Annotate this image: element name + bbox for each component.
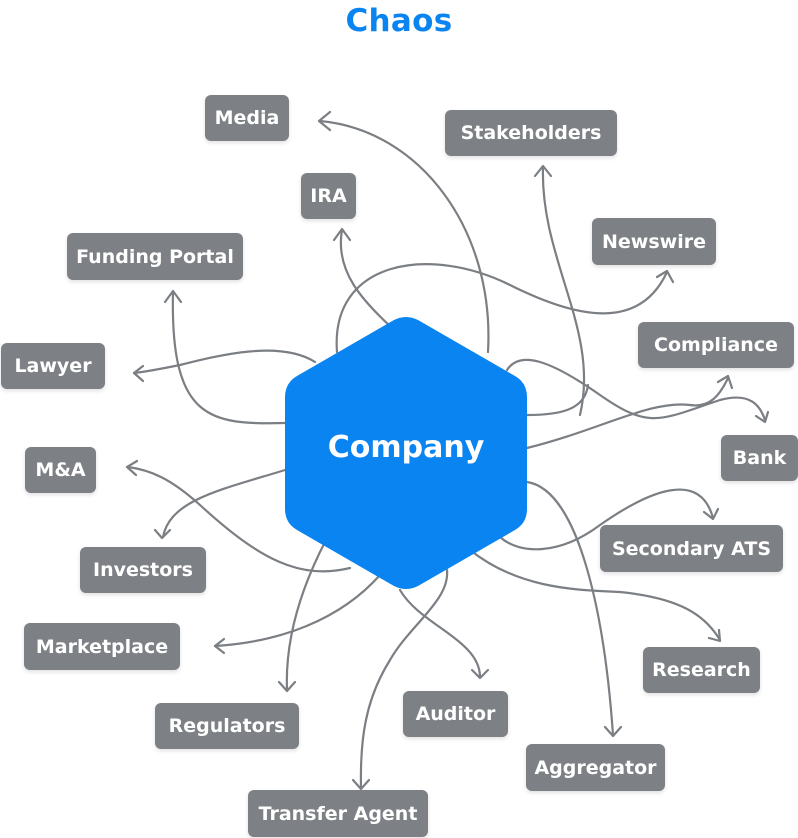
node-secondary-ats[interactable]: Secondary ATS xyxy=(600,525,783,572)
edge-research xyxy=(468,548,722,642)
arrowhead-media xyxy=(317,110,332,132)
edge-stakeholders-loop xyxy=(525,383,590,417)
arrowhead-research xyxy=(707,628,722,643)
node-regulators[interactable]: Regulators xyxy=(155,703,299,749)
arrowhead-secondary-ats xyxy=(702,507,720,521)
arrowhead-bank xyxy=(754,410,770,424)
edge-marketplace xyxy=(213,573,382,648)
node-marketplace[interactable]: Marketplace xyxy=(24,623,180,670)
node-ira[interactable]: IRA xyxy=(301,173,356,219)
node-m-and-a[interactable]: M&A xyxy=(25,447,96,493)
arrowhead-aggregator xyxy=(603,725,623,738)
arrowhead-auditor xyxy=(470,668,490,680)
edge-investors xyxy=(161,468,287,539)
arrowhead-transfer-agent xyxy=(351,778,371,791)
arrowhead-investors xyxy=(153,528,172,540)
node-funding-portal[interactable]: Funding Portal xyxy=(67,233,243,280)
company-hexagon-shape xyxy=(285,317,527,589)
edge-secondary-ats xyxy=(498,488,715,551)
arrowhead-marketplace xyxy=(213,637,226,655)
edge-compliance xyxy=(525,376,730,450)
node-research[interactable]: Research xyxy=(643,647,760,693)
arrowhead-newswire xyxy=(655,269,675,284)
arrowhead-lawyer xyxy=(132,364,145,383)
arrowhead-regulators xyxy=(277,680,297,693)
arrowhead-stakeholders xyxy=(533,164,553,178)
edge-auditor xyxy=(398,588,482,679)
arrowhead-funding-portal xyxy=(163,289,183,304)
company-hexagon[interactable] xyxy=(285,316,527,590)
node-auditor[interactable]: Auditor xyxy=(403,691,508,737)
arrowhead-compliance xyxy=(716,374,734,390)
diagram-title: Chaos xyxy=(345,3,453,39)
edge-funding-portal xyxy=(171,290,287,425)
arrowhead-ira xyxy=(332,227,352,242)
company-label: Company xyxy=(327,430,485,465)
node-media[interactable]: Media xyxy=(205,95,289,141)
edge-media xyxy=(318,119,490,354)
edge-bank xyxy=(505,358,767,422)
node-investors[interactable]: Investors xyxy=(80,547,206,593)
edge-lawyer xyxy=(132,349,317,375)
arrowhead-m-and-a xyxy=(125,459,139,477)
edge-ira xyxy=(339,228,402,337)
edge-transfer-agent xyxy=(359,568,449,790)
node-lawyer[interactable]: Lawyer xyxy=(1,343,105,389)
edge-aggregator xyxy=(525,480,615,737)
node-aggregator[interactable]: Aggregator xyxy=(526,744,665,791)
edge-newswire xyxy=(335,263,669,354)
node-bank[interactable]: Bank xyxy=(721,435,798,481)
node-compliance[interactable]: Compliance xyxy=(638,322,794,368)
node-transfer-agent[interactable]: Transfer Agent xyxy=(248,790,428,837)
node-newswire[interactable]: Newswire xyxy=(592,218,716,265)
edge-stakeholders xyxy=(541,165,586,417)
node-stakeholders[interactable]: Stakeholders xyxy=(445,110,617,156)
edge-regulators xyxy=(285,538,328,692)
